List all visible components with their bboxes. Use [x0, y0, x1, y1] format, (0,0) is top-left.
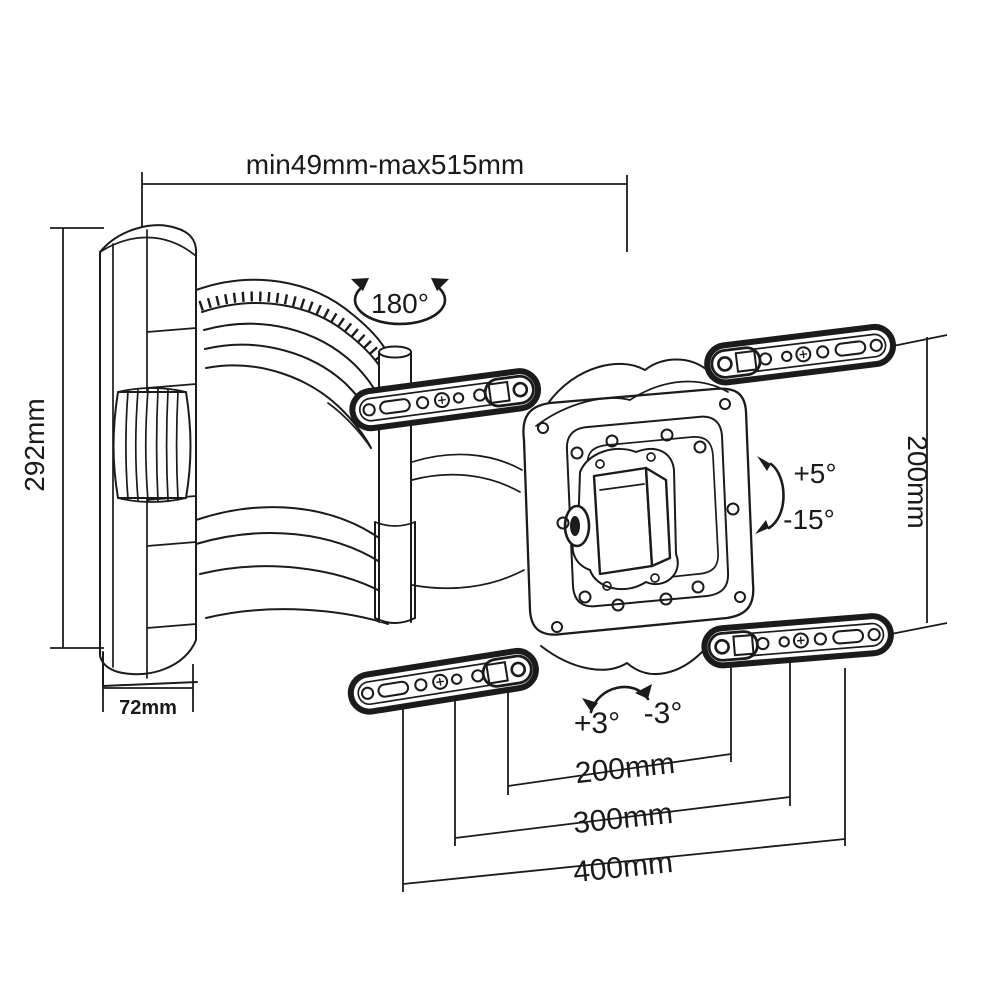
tilt-up-label: +5° — [793, 458, 836, 489]
vesa-holes — [537, 398, 746, 633]
dimension-extension-lines — [402, 334, 948, 892]
dimension-vesa-width-200: 200mm — [507, 747, 732, 790]
dimension-vesa-width-400: 400mm — [402, 838, 846, 889]
vesa-width-300-label: 300mm — [572, 797, 675, 840]
tilt-down-label: -15° — [783, 504, 835, 535]
swivel-arrow-left-icon — [351, 278, 369, 291]
dimension-vesa-height: 200mm — [902, 435, 933, 528]
plate-depth-label: 72mm — [119, 697, 177, 719]
tilt-mechanism — [563, 447, 679, 591]
dimension-extension-range: min49mm-max515mm — [141, 149, 628, 252]
vesa-plate — [522, 358, 755, 675]
plate-height-label: 292mm — [19, 398, 50, 491]
tilt-annotation: +5° -15° — [755, 456, 837, 535]
hinge-knuckle — [112, 387, 192, 503]
extension-range-label: min49mm-max515mm — [246, 149, 525, 180]
dimension-plate-height: 292mm — [19, 227, 104, 649]
dimension-vesa-width-300: 300mm — [454, 796, 791, 840]
vesa-rail-lower-right — [703, 615, 892, 667]
vesa-rail-lower-left — [348, 648, 538, 714]
roll-annotation: +3° -3° — [574, 684, 682, 740]
articulating-arm — [195, 278, 391, 625]
roll-plus-label: +3° — [574, 707, 620, 740]
swivel-annotation: 180° — [351, 278, 449, 326]
roll-arrow-right-icon — [635, 684, 652, 699]
dimension-plate-depth: 72mm — [102, 664, 194, 719]
tilt-arrow-down-icon — [755, 520, 769, 534]
vesa-height-label: 200mm — [902, 435, 933, 528]
roll-minus-label: -3° — [644, 697, 683, 730]
swivel-angle-label: 180° — [371, 288, 429, 319]
tilt-arrow-up-icon — [757, 456, 771, 471]
vesa-width-200-label: 200mm — [574, 747, 677, 790]
vesa-rail-upper-right — [705, 325, 895, 385]
vesa-width-400-label: 400mm — [572, 846, 675, 889]
roll-arrow-left-icon — [582, 698, 598, 712]
wall-plate — [99, 224, 198, 687]
swivel-arrow-right-icon — [431, 278, 449, 291]
